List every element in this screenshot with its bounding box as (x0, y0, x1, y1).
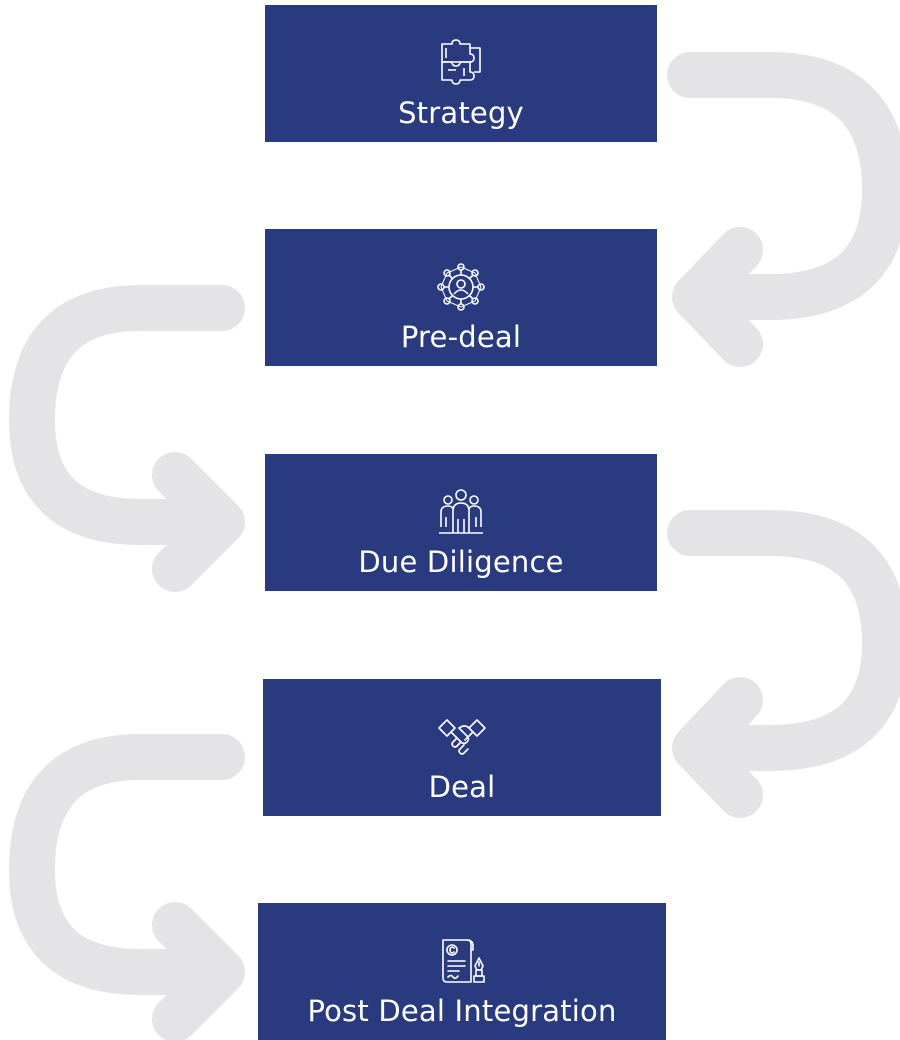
stage-label: Strategy (398, 96, 524, 130)
contract-pen-icon (437, 936, 487, 986)
handshake-icon (437, 712, 487, 762)
flow-arrow-1 (667, 52, 900, 367)
people-group-icon (436, 487, 486, 537)
flow-arrow-2 (9, 285, 245, 592)
puzzle-icon (436, 38, 486, 88)
stage-due-diligence: Due Diligence (265, 454, 657, 591)
stage-pre-deal: Pre-deal (265, 229, 657, 366)
stage-post-deal-integration: Post Deal Integration (258, 903, 666, 1040)
stage-strategy: Strategy (265, 5, 657, 142)
stage-label: Post Deal Integration (307, 994, 617, 1028)
network-icon (436, 262, 486, 312)
stage-label: Pre-deal (400, 320, 522, 354)
stage-label: Deal (428, 770, 496, 804)
stage-label: Due Diligence (358, 545, 564, 579)
flow-arrow-4 (9, 734, 245, 1040)
stage-deal: Deal (263, 679, 661, 816)
flow-arrow-3 (667, 510, 900, 818)
